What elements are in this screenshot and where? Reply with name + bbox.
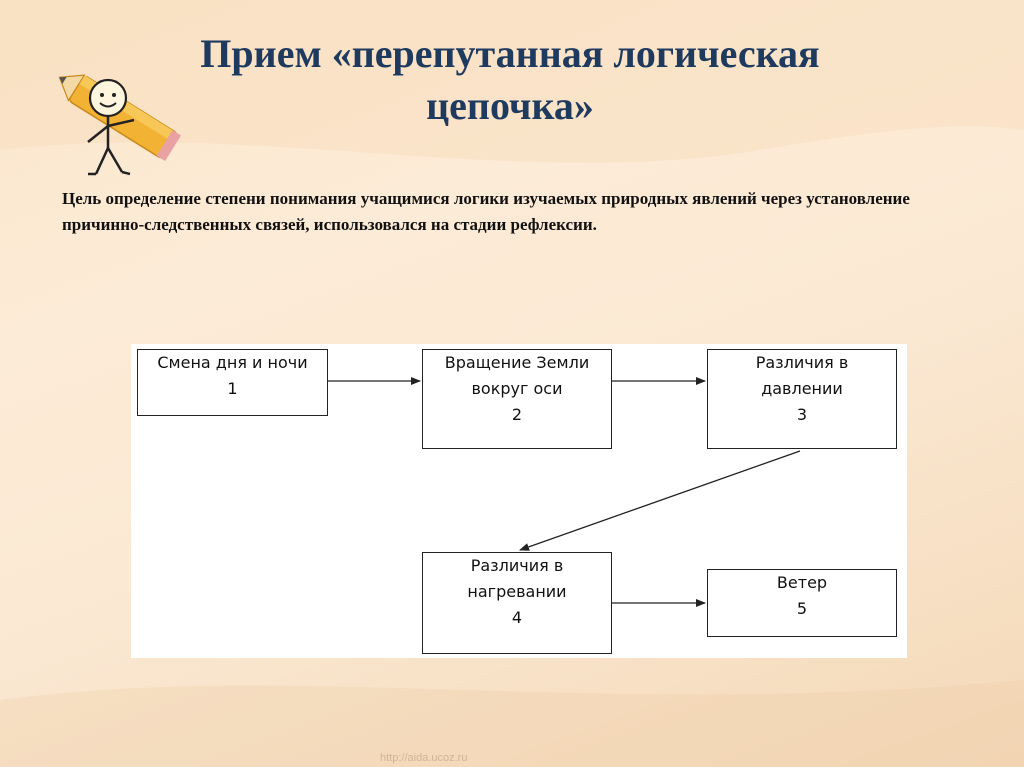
node-wind: Ветер 5 — [707, 569, 897, 637]
node-number: 3 — [796, 405, 808, 424]
node-number: 1 — [227, 379, 238, 398]
slide-title: Прием «перепутанная логическая цепочка» — [200, 31, 820, 128]
node-earth-rotation: Вращение Земли вокруг оси 2 — [422, 349, 612, 449]
node-number: 4 — [511, 608, 523, 627]
node-label: Смена дня и ночи — [157, 353, 308, 372]
node-label-2: вокруг оси — [471, 379, 563, 398]
goal-description: Цель определение степени понимания учащи… — [62, 189, 910, 234]
diagram-arrows — [328, 377, 801, 607]
node-label: Различия в — [470, 556, 564, 575]
watermark: http://aida.ucoz.ru — [380, 752, 468, 764]
node-label: Ветер — [776, 573, 828, 592]
node-label-2: давлении — [761, 379, 843, 398]
logic-chain-diagram: Смена дня и ночи 1 Вращение Земли вокруг… — [131, 344, 907, 658]
node-number: 2 — [511, 405, 523, 424]
node-pressure-difference: Различия в давлении 3 — [707, 349, 897, 449]
node-number: 5 — [796, 599, 808, 618]
arrow-3-to-4 — [519, 450, 801, 551]
node-day-night: Смена дня и ночи 1 — [137, 349, 328, 416]
node-label-2: нагревании — [467, 582, 567, 601]
pencil-mascot-icon — [58, 74, 181, 176]
node-heating-difference: Различия в нагревании 4 — [422, 552, 612, 654]
node-label: Вращение Земли — [444, 353, 590, 372]
node-label: Различия в — [755, 353, 849, 372]
